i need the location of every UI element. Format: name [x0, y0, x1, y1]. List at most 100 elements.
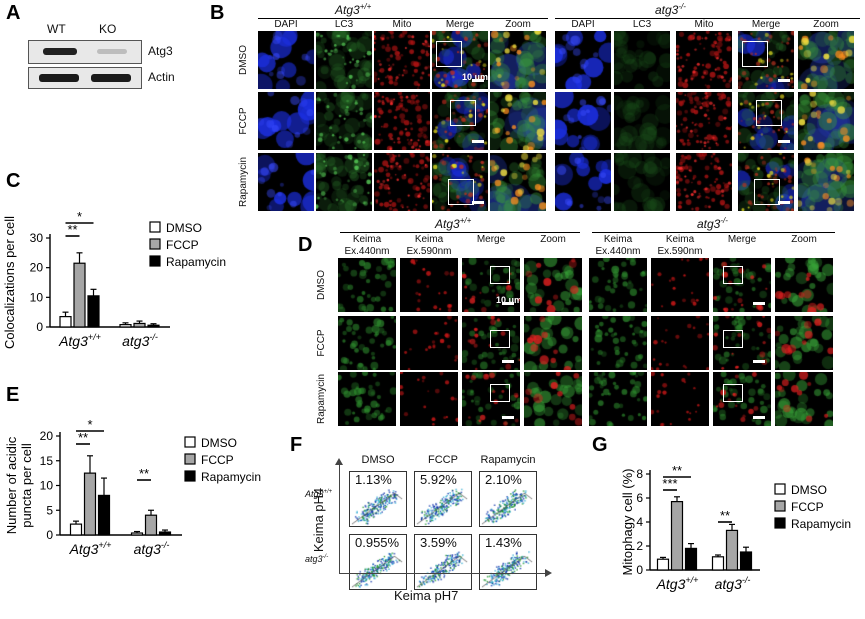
channel-label-d-ko-2: Merge — [713, 234, 771, 246]
legend-swatch-G-fccp — [774, 500, 786, 512]
category-name: atg3 — [134, 541, 161, 557]
sig-label-E-0: ** — [78, 430, 88, 445]
micrograph-b-wt-rapamycin-mito — [374, 153, 430, 211]
channel-label-line1: Keima — [352, 234, 382, 245]
zoom-box-b-wt-dmso — [436, 41, 462, 67]
legend-label-G-dmso: DMSO — [791, 483, 827, 497]
genotype-line-ko-d — [592, 232, 835, 233]
zoom-box-d-wt-dmso — [490, 266, 510, 284]
zoom-box-d-ko-rapamycin — [723, 384, 743, 402]
legend-swatch-C-rapamycin — [149, 255, 161, 267]
sig-label-G-0: *** — [662, 476, 677, 491]
micrograph-d-ko-dmso-3 — [775, 258, 833, 312]
channel-label-d-wt-3: Zoom — [524, 234, 582, 246]
flow-row-sup: +/+ — [323, 489, 333, 495]
zoom-box-b-ko-rapamycin — [754, 179, 780, 205]
flow-plot-1-0 — [349, 534, 407, 590]
y-tick-label-G: 6 — [636, 491, 643, 505]
zoom-box-d-ko-fccp — [723, 330, 743, 348]
flow-row-sup: -/- — [322, 554, 329, 560]
y-tick-label-C: 20 — [30, 261, 44, 275]
panel-label-g: G — [592, 434, 608, 456]
genotype-ko-d: atg3-/- — [697, 216, 728, 231]
scale-bar-b-ko-fccp — [778, 140, 790, 143]
micrograph-d-wt-fccp-3 — [524, 316, 582, 370]
channel-label-line2: Ex.590nm — [657, 246, 703, 257]
legend-label-C-rapamycin: Rapamycin — [166, 255, 226, 269]
sig-label-E-2: ** — [139, 466, 149, 481]
bar-G-atg3-dmso — [711, 556, 725, 571]
micrograph-d-wt-rapamycin-0 — [338, 372, 396, 426]
sig-label-C-1: * — [77, 209, 82, 224]
category-label-G-0: Atg3+/+ — [656, 575, 699, 592]
y-tick-label-C: 10 — [30, 290, 44, 304]
micrograph-b-wt-rapamycin-zoom — [490, 153, 546, 211]
flow-percent-1-2: 1.43% — [485, 535, 522, 550]
channel-label-b-ko-dapi: DAPI — [571, 19, 595, 30]
micrograph-b-ko-fccp-mito — [676, 92, 732, 150]
sig-label-E-1: * — [87, 417, 92, 432]
flow-plot-1-1 — [414, 534, 472, 590]
zoom-box-d-wt-fccp — [490, 330, 510, 348]
panel-label-a: A — [6, 2, 21, 24]
channel-label-line1: Merge — [476, 234, 506, 245]
flow-plot-0-0 — [349, 471, 407, 527]
zoom-box-d-ko-dmso — [723, 266, 743, 284]
micrograph-b-ko-dmso-dapi — [555, 31, 611, 89]
micrograph-d-ko-rapamycin-0 — [589, 372, 647, 426]
flow-y-arrow — [335, 458, 343, 465]
micrograph-d-ko-fccp-0 — [589, 316, 647, 370]
zoom-box-d-wt-rapamycin — [490, 384, 510, 402]
y-tick-label-E: 5 — [46, 503, 53, 517]
panel-label-c: C — [6, 170, 21, 192]
category-name: Atg3 — [656, 576, 686, 592]
legend-swatch-G-dmso — [774, 483, 786, 495]
western-blot-atg3 — [28, 40, 142, 64]
category-sup: +/+ — [88, 332, 101, 342]
scale-bar-d-ko-fccp — [753, 360, 765, 363]
y-axis-label-G: Mitophagy cell (%) — [620, 469, 635, 576]
y-tick-label-E: 15 — [40, 454, 54, 468]
flow-percent-1-1: 3.59% — [420, 535, 457, 550]
category-name: Atg3 — [69, 541, 99, 557]
band-wt-actin — [39, 74, 79, 82]
channel-label-line1: Merge — [727, 234, 757, 245]
zoom-box-b-ko-dmso — [742, 41, 768, 67]
flow-row-label-1: atg3-/- — [305, 554, 328, 564]
category-sup: -/- — [149, 332, 158, 342]
genotype-line-wt-d — [340, 232, 580, 233]
flow-row-label-0: Atg3+/+ — [305, 489, 332, 499]
legend-label-E-rapamycin: Rapamycin — [201, 470, 261, 484]
micrograph-d-ko-rapamycin-1 — [651, 372, 709, 426]
channel-label-b-wt-merge: Merge — [445, 19, 475, 30]
micrograph-b-wt-fccp-zoom — [490, 92, 546, 150]
legend-label-E-fccp: FCCP — [201, 453, 234, 467]
micrograph-b-ko-rapamycin-mito — [676, 153, 732, 211]
flow-percent-1-0: 0.955% — [355, 535, 400, 550]
scale-bar-d-ko-dmso — [753, 302, 765, 305]
y-tick-label-C: 0 — [36, 320, 43, 334]
legend-label-C-fccp: FCCP — [166, 238, 199, 252]
band-wt-atg3 — [43, 48, 77, 55]
legend-swatch-E-fccp — [184, 453, 196, 465]
category-sup: -/- — [161, 540, 170, 550]
micrograph-b-ko-fccp-dapi — [555, 92, 611, 150]
band-ko-actin — [91, 74, 131, 82]
micrograph-d-wt-dmso-3 — [524, 258, 582, 312]
panel-label-d: D — [298, 234, 313, 256]
bar-G-atg3-rapamycin — [739, 551, 753, 571]
band-label-atg3: Atg3 — [148, 44, 173, 58]
flow-percent-0-2: 2.10% — [485, 472, 522, 487]
micrograph-b-ko-fccp-zoom — [798, 92, 854, 150]
micrograph-d-wt-fccp-1 — [400, 316, 458, 370]
channel-label-line1: Keima — [414, 234, 444, 245]
zoom-box-b-wt-rapamycin — [448, 179, 474, 205]
micrograph-b-wt-fccp-lc3 — [316, 92, 372, 150]
flow-y-axis — [339, 463, 340, 573]
category-sup: +/+ — [98, 540, 111, 550]
category-sup: -/- — [742, 575, 751, 585]
